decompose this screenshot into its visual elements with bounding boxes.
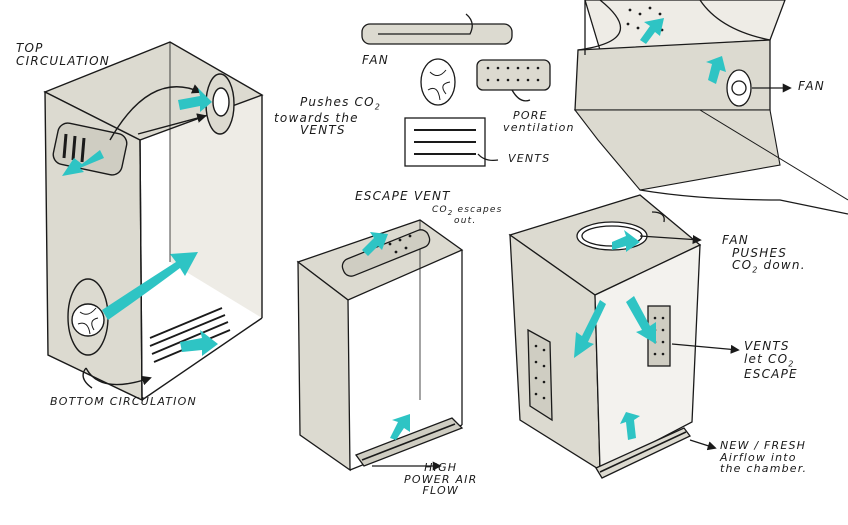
label-pushes-co2: Pushes CO2 towards the VENTS: [274, 95, 382, 138]
top-right-fan-icon: [726, 69, 752, 107]
left-unit: [43, 41, 264, 402]
label-vents-small: VENTS: [508, 152, 551, 165]
label-fan-right: FAN: [798, 79, 825, 93]
right-unit: [508, 194, 740, 479]
label-high-power-airflow: HIGH POWER AIR FLOW: [404, 461, 478, 498]
label-fan-pushes-co2: FAN PUSHES CO2 down.: [722, 233, 806, 275]
label-escape-vent: ESCAPE VENT: [355, 189, 451, 203]
small-fan-sketch: [420, 58, 456, 106]
label-fan-small: FAN: [362, 53, 389, 67]
top-right-unit: [573, 0, 848, 215]
label-top-circulation: TOP CIRCULATION: [16, 41, 110, 68]
label-pore-ventilation: PORE ventilation: [503, 109, 575, 134]
side-vent-panel: [527, 328, 553, 422]
label-new-fresh-airflow: NEW / FRESH Airflow into the chamber.: [720, 439, 808, 476]
fan-and-vent-details: [361, 13, 551, 167]
top-circulation-arc: [109, 84, 202, 141]
label-bottom-circulation: BOTTOM CIRCULATION: [50, 395, 197, 408]
bottom-vents: [149, 307, 231, 363]
label-vents-let-co2: VENTS let CO2 ESCAPE: [744, 339, 798, 382]
pore-panel-sketch: [476, 59, 551, 91]
bottom-circulation-arc: [85, 367, 152, 386]
label-co2-escapes: CO2 escapes out.: [432, 205, 503, 227]
left-unit-airflow-arrows: [62, 88, 218, 356]
middle-unit: [296, 219, 464, 472]
